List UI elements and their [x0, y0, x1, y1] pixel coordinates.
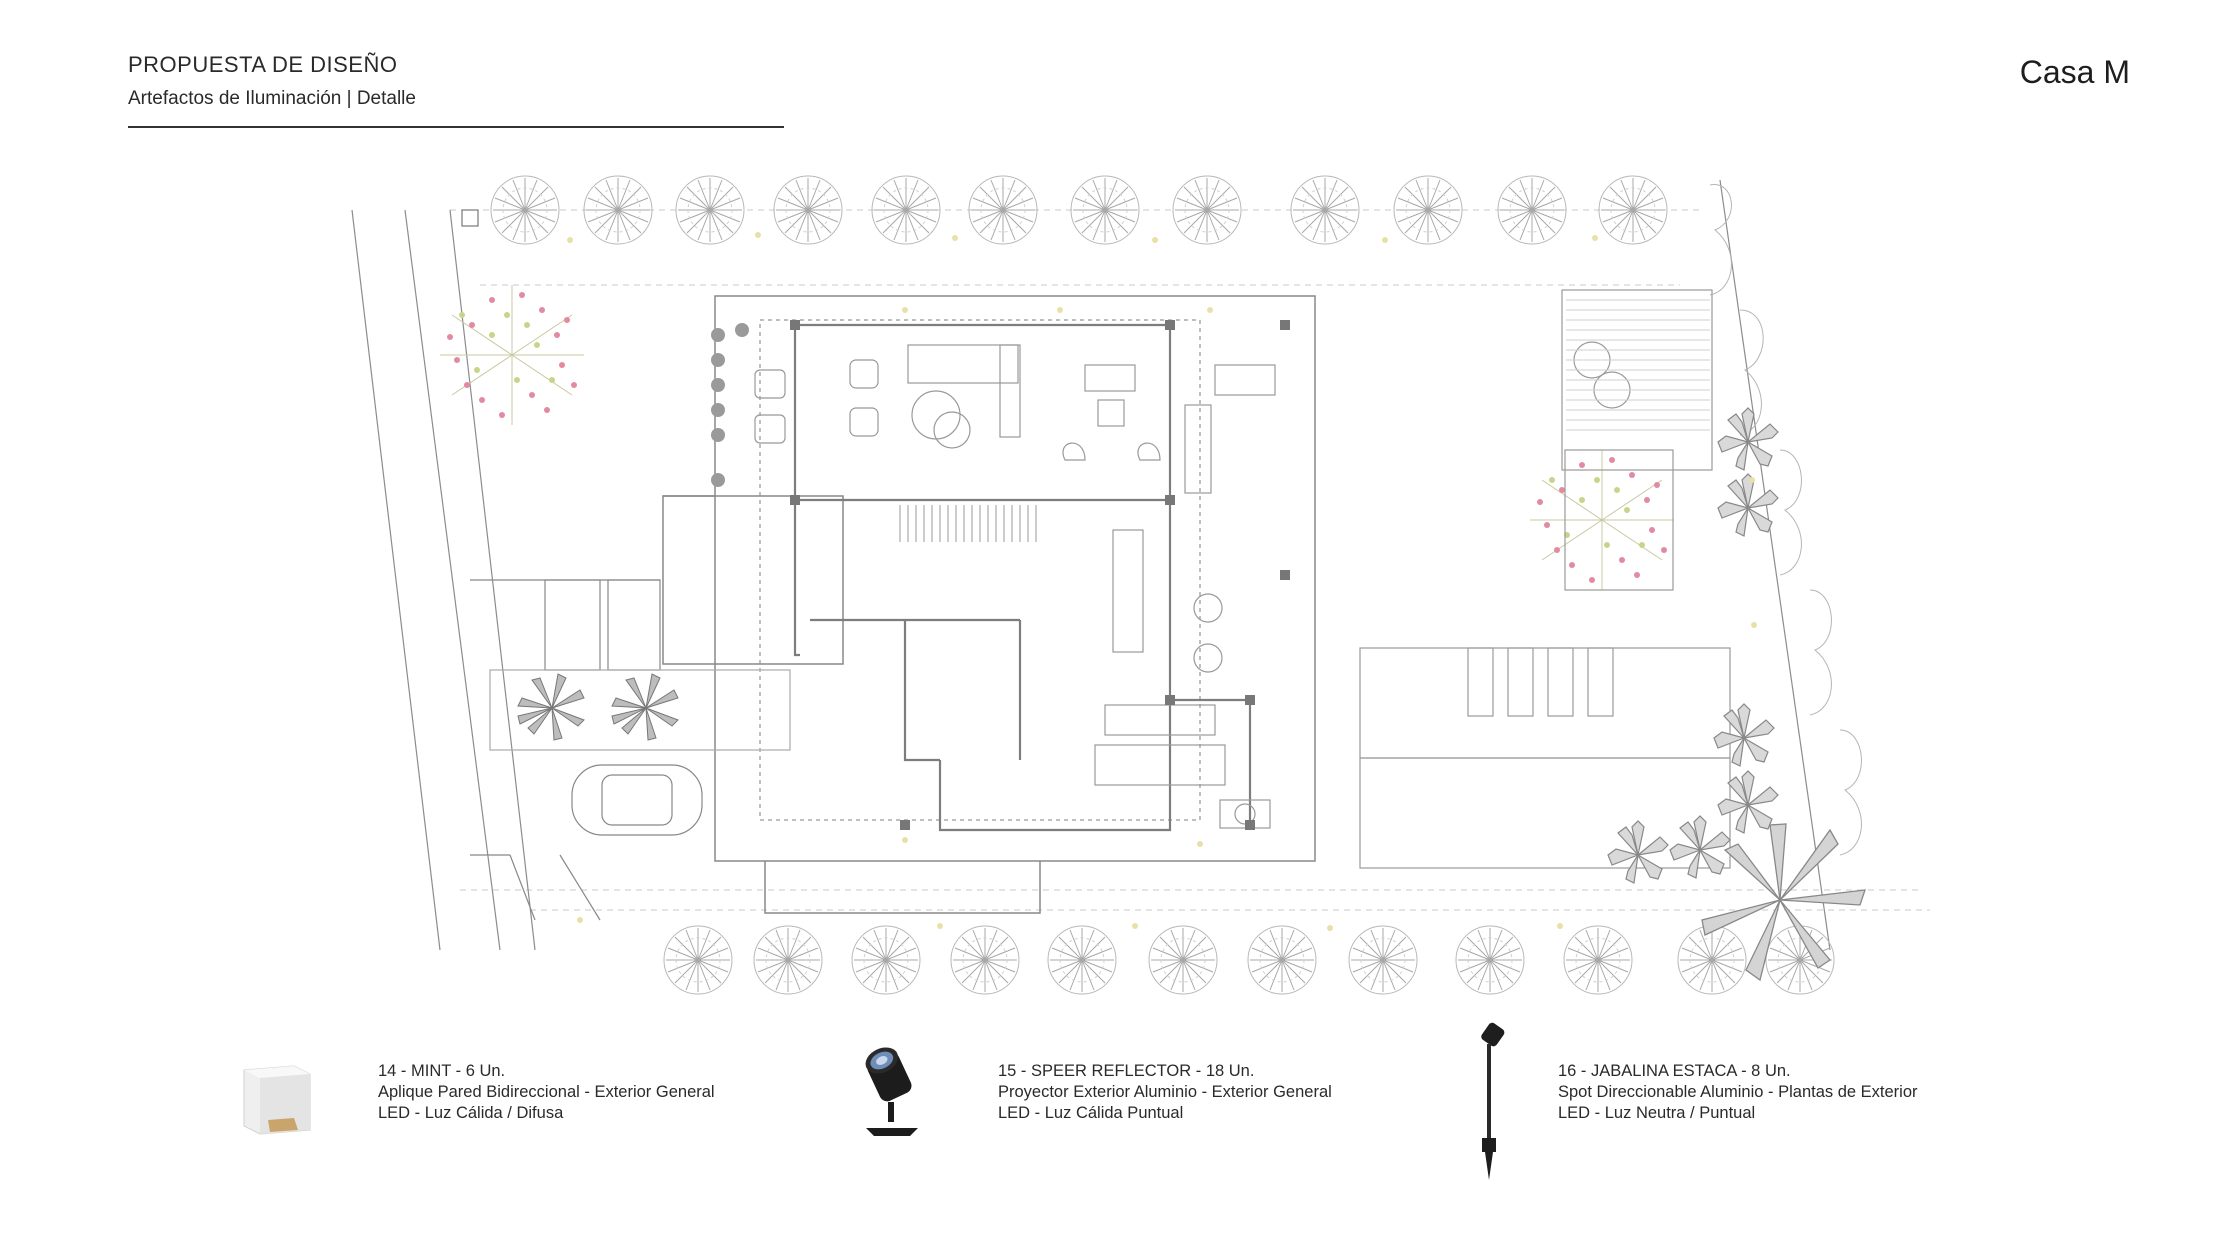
header-subtitle: Artefactos de Iluminación | Detalle	[128, 88, 416, 109]
garden-stake-spot-icon	[1481, 1022, 1505, 1180]
product-info-mint: 14 - MINT - 6 Un. Aplique Pared Bidirecc…	[378, 1061, 715, 1124]
spotlight-projector-icon	[865, 1047, 918, 1136]
product-info-jabalina-estaca: 16 - JABALINA ESTACA - 8 Un. Spot Direcc…	[1558, 1061, 1918, 1124]
product-description: Proyector Exterior Aluminio - Exterior G…	[998, 1083, 1332, 1101]
product-description: Spot Direccionable Aluminio - Plantas de…	[1558, 1083, 1918, 1101]
product-title: 14 - MINT - 6 Un.	[378, 1062, 506, 1080]
wall-light-icon	[243, 1065, 311, 1135]
product-info-speer-reflector: 15 - SPEER REFLECTOR - 18 Un. Proyector …	[998, 1061, 1332, 1124]
header-title: PROPUESTA DE DISEÑO	[128, 52, 398, 77]
project-name: Casa M	[2019, 54, 2130, 90]
product-description: Aplique Pared Bidireccional - Exterior G…	[378, 1083, 715, 1101]
header-rule	[128, 126, 784, 128]
product-title: 15 - SPEER REFLECTOR - 18 Un.	[998, 1062, 1255, 1080]
floor-plan-drawing	[351, 175, 1930, 995]
product-title: 16 - JABALINA ESTACA - 8 Un.	[1558, 1062, 1791, 1080]
product-spec: LED - Luz Neutra / Puntual	[1558, 1104, 1756, 1122]
product-spec: LED - Luz Cálida Puntual	[998, 1104, 1184, 1122]
product-spec: LED - Luz Cálida / Difusa	[378, 1104, 564, 1122]
